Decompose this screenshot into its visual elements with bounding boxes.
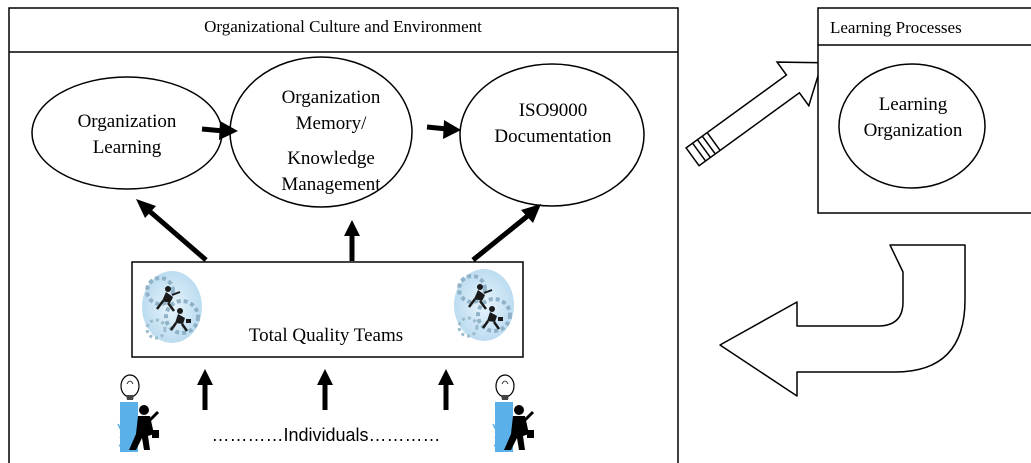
arrow-individuals-up-3 xyxy=(438,369,454,410)
teams-label: Total Quality Teams xyxy=(249,325,403,346)
node-iso9000-line-1: ISO9000 xyxy=(519,100,588,121)
individuals-label: …………Individuals………… xyxy=(211,425,440,445)
arrow-teams-to-iso xyxy=(471,204,541,262)
gears-teamwork-icon xyxy=(140,269,204,345)
learning-processes-title: Learning Processes xyxy=(830,18,962,37)
node-organization-learning-line-2: Learning xyxy=(93,137,162,158)
node-organization-memory-line-3: Knowledge xyxy=(287,148,375,169)
node-organization-memory-line-2: Memory/ xyxy=(296,113,367,134)
node-learning-organization-line-1: Learning xyxy=(879,94,948,115)
node-learning-organization: Learning Organization xyxy=(838,63,986,189)
node-organization-learning-line-1: Organization xyxy=(78,111,177,132)
node-iso9000-documentation: ISO9000 Documentation xyxy=(459,63,645,207)
gears-teamwork-icon-right xyxy=(452,267,516,343)
arrow-individuals-up-1 xyxy=(197,369,213,410)
node-organization-memory-line-1: Organization xyxy=(282,87,381,108)
arrow-individuals-up-2 xyxy=(317,369,333,410)
hollow-arrow-icon xyxy=(685,61,824,167)
arrow-teams-to-memory xyxy=(344,220,360,261)
arrow-learning-to-memory xyxy=(201,121,238,140)
teams-box: Total Quality Teams xyxy=(131,261,524,358)
arrow-teams-to-learning xyxy=(136,199,208,262)
node-organization-learning: Organization Learning xyxy=(31,76,223,190)
node-learning-organization-line-2: Organization xyxy=(864,120,963,141)
culture-box-title: Organizational Culture and Environment xyxy=(204,17,482,36)
u-turn-arrow-icon xyxy=(719,244,966,397)
node-iso9000-line-2: Documentation xyxy=(494,126,612,147)
arrow-memory-to-iso xyxy=(426,120,461,139)
node-organization-memory-line-4: Management xyxy=(281,174,381,195)
node-organization-memory: Organization Memory/ Knowledge Managemen… xyxy=(229,56,413,208)
